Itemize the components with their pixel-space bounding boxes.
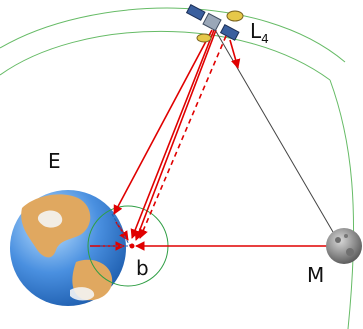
earth-label: E	[48, 149, 61, 173]
arrow-l4-to-barycenter-dashed	[140, 36, 226, 238]
arrow-l4-to-barycenter-b	[136, 30, 216, 240]
barycenter-point	[130, 244, 135, 249]
outer-orbit-arc	[0, 8, 345, 62]
satellite-panel-left	[187, 5, 205, 20]
satellite-dish-top	[227, 11, 243, 21]
arrow-l4-short-down	[230, 40, 238, 68]
moon-crater-1	[335, 237, 341, 243]
satellite-dish-bottom	[197, 34, 211, 42]
barycenter-label: b	[136, 256, 149, 280]
arrow-l4-to-barycenter-a	[132, 30, 214, 238]
inner-orbit-arc	[0, 31, 330, 80]
arrow-l4-to-earth	[114, 30, 212, 214]
l4-moon-edge	[214, 28, 340, 244]
force-arrows	[90, 30, 330, 246]
orbit-arc-right	[330, 80, 354, 329]
satellite-panel-right	[221, 25, 239, 40]
satellite-body	[203, 13, 221, 30]
moon-crater-3	[344, 234, 348, 238]
moon-body	[326, 228, 362, 264]
lagrange-point-label: L4	[250, 19, 269, 46]
moon-crater-2	[346, 248, 354, 256]
moon	[326, 228, 362, 264]
lagrange-subscript: 4	[261, 32, 269, 46]
satellite-icon	[187, 5, 243, 42]
moon-label: M	[307, 263, 324, 287]
earth	[10, 190, 126, 306]
